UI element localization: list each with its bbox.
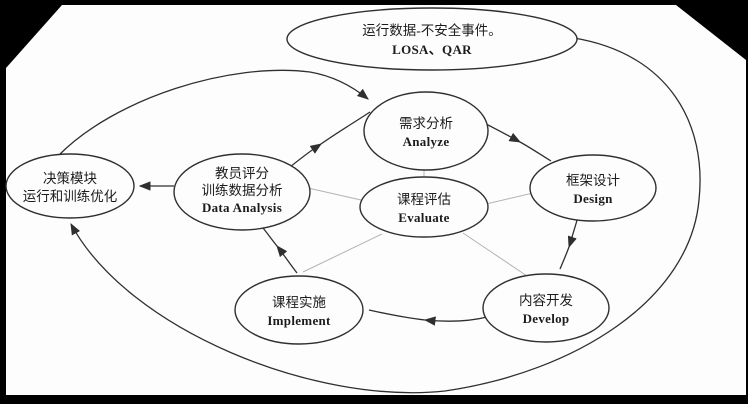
node-operation-data: 运行数据-不安全事件。 LOSA、QAR bbox=[286, 7, 578, 71]
analyze-label-zh: 需求分析 bbox=[399, 116, 453, 131]
decision-ellipse bbox=[5, 153, 135, 219]
arrow-develop-to-implement bbox=[368, 309, 488, 326]
data-analysis-ellipse bbox=[173, 153, 311, 231]
node-analyze: 需求分析 Analyze bbox=[363, 91, 489, 171]
node-develop: 内容开发 Develop bbox=[482, 273, 610, 343]
design-label-en: Design bbox=[573, 191, 613, 206]
node-implement: 课程实施 Implement bbox=[234, 275, 364, 345]
arrow-decision-to-analyze bbox=[57, 69, 369, 157]
implement-label-zh: 课程实施 bbox=[272, 295, 326, 310]
arrow-analyze-to-design bbox=[485, 123, 552, 162]
data-analysis-label-en: Data Analysis bbox=[202, 200, 282, 215]
decision-label-line1: 决策模块 bbox=[43, 170, 97, 186]
develop-ellipse bbox=[482, 273, 610, 343]
operation-data-ellipse bbox=[286, 7, 578, 71]
develop-label-en: Develop bbox=[523, 311, 570, 326]
develop-label-zh: 内容开发 bbox=[519, 292, 573, 308]
node-evaluate: 课程评估 Evaluate bbox=[359, 176, 489, 238]
operation-data-line2: LOSA、QAR bbox=[392, 42, 472, 57]
arrow-design-to-develop bbox=[559, 216, 579, 270]
operation-data-line1: 运行数据-不安全事件。 bbox=[362, 22, 502, 38]
arrows bbox=[57, 37, 701, 394]
node-data-analysis: 教员评分 训练数据分析 Data Analysis bbox=[173, 153, 311, 231]
design-ellipse bbox=[529, 154, 657, 222]
analyze-label-en: Analyze bbox=[403, 134, 450, 149]
spoke-evaluate-develop bbox=[462, 232, 528, 277]
evaluate-label-zh: 课程评估 bbox=[397, 192, 451, 207]
data-analysis-label-zh1: 教员评分 bbox=[215, 166, 269, 181]
arrow-implement-to-data-analysis bbox=[262, 227, 298, 274]
implement-ellipse bbox=[234, 275, 364, 345]
data-analysis-label-zh2: 训练数据分析 bbox=[202, 183, 283, 198]
spoke-evaluate-design bbox=[485, 192, 534, 205]
evaluate-spokes bbox=[302, 166, 534, 277]
decision-label-line2: 运行和训练优化 bbox=[23, 189, 118, 204]
evaluate-ellipse bbox=[359, 176, 489, 238]
arrow-outer-data-to-decision bbox=[70, 37, 701, 394]
spoke-evaluate-data-analysis bbox=[307, 187, 362, 201]
node-decision: 决策模块 运行和训练优化 bbox=[5, 153, 135, 219]
design-label-zh: 框架设计 bbox=[566, 173, 620, 188]
spoke-evaluate-implement bbox=[302, 233, 383, 273]
implement-label-en: Implement bbox=[267, 313, 331, 328]
analyze-ellipse bbox=[363, 91, 489, 171]
evaluate-label-en: Evaluate bbox=[398, 210, 450, 225]
arrow-data-analysis-to-analyze bbox=[289, 111, 371, 168]
node-design: 框架设计 Design bbox=[529, 154, 657, 222]
